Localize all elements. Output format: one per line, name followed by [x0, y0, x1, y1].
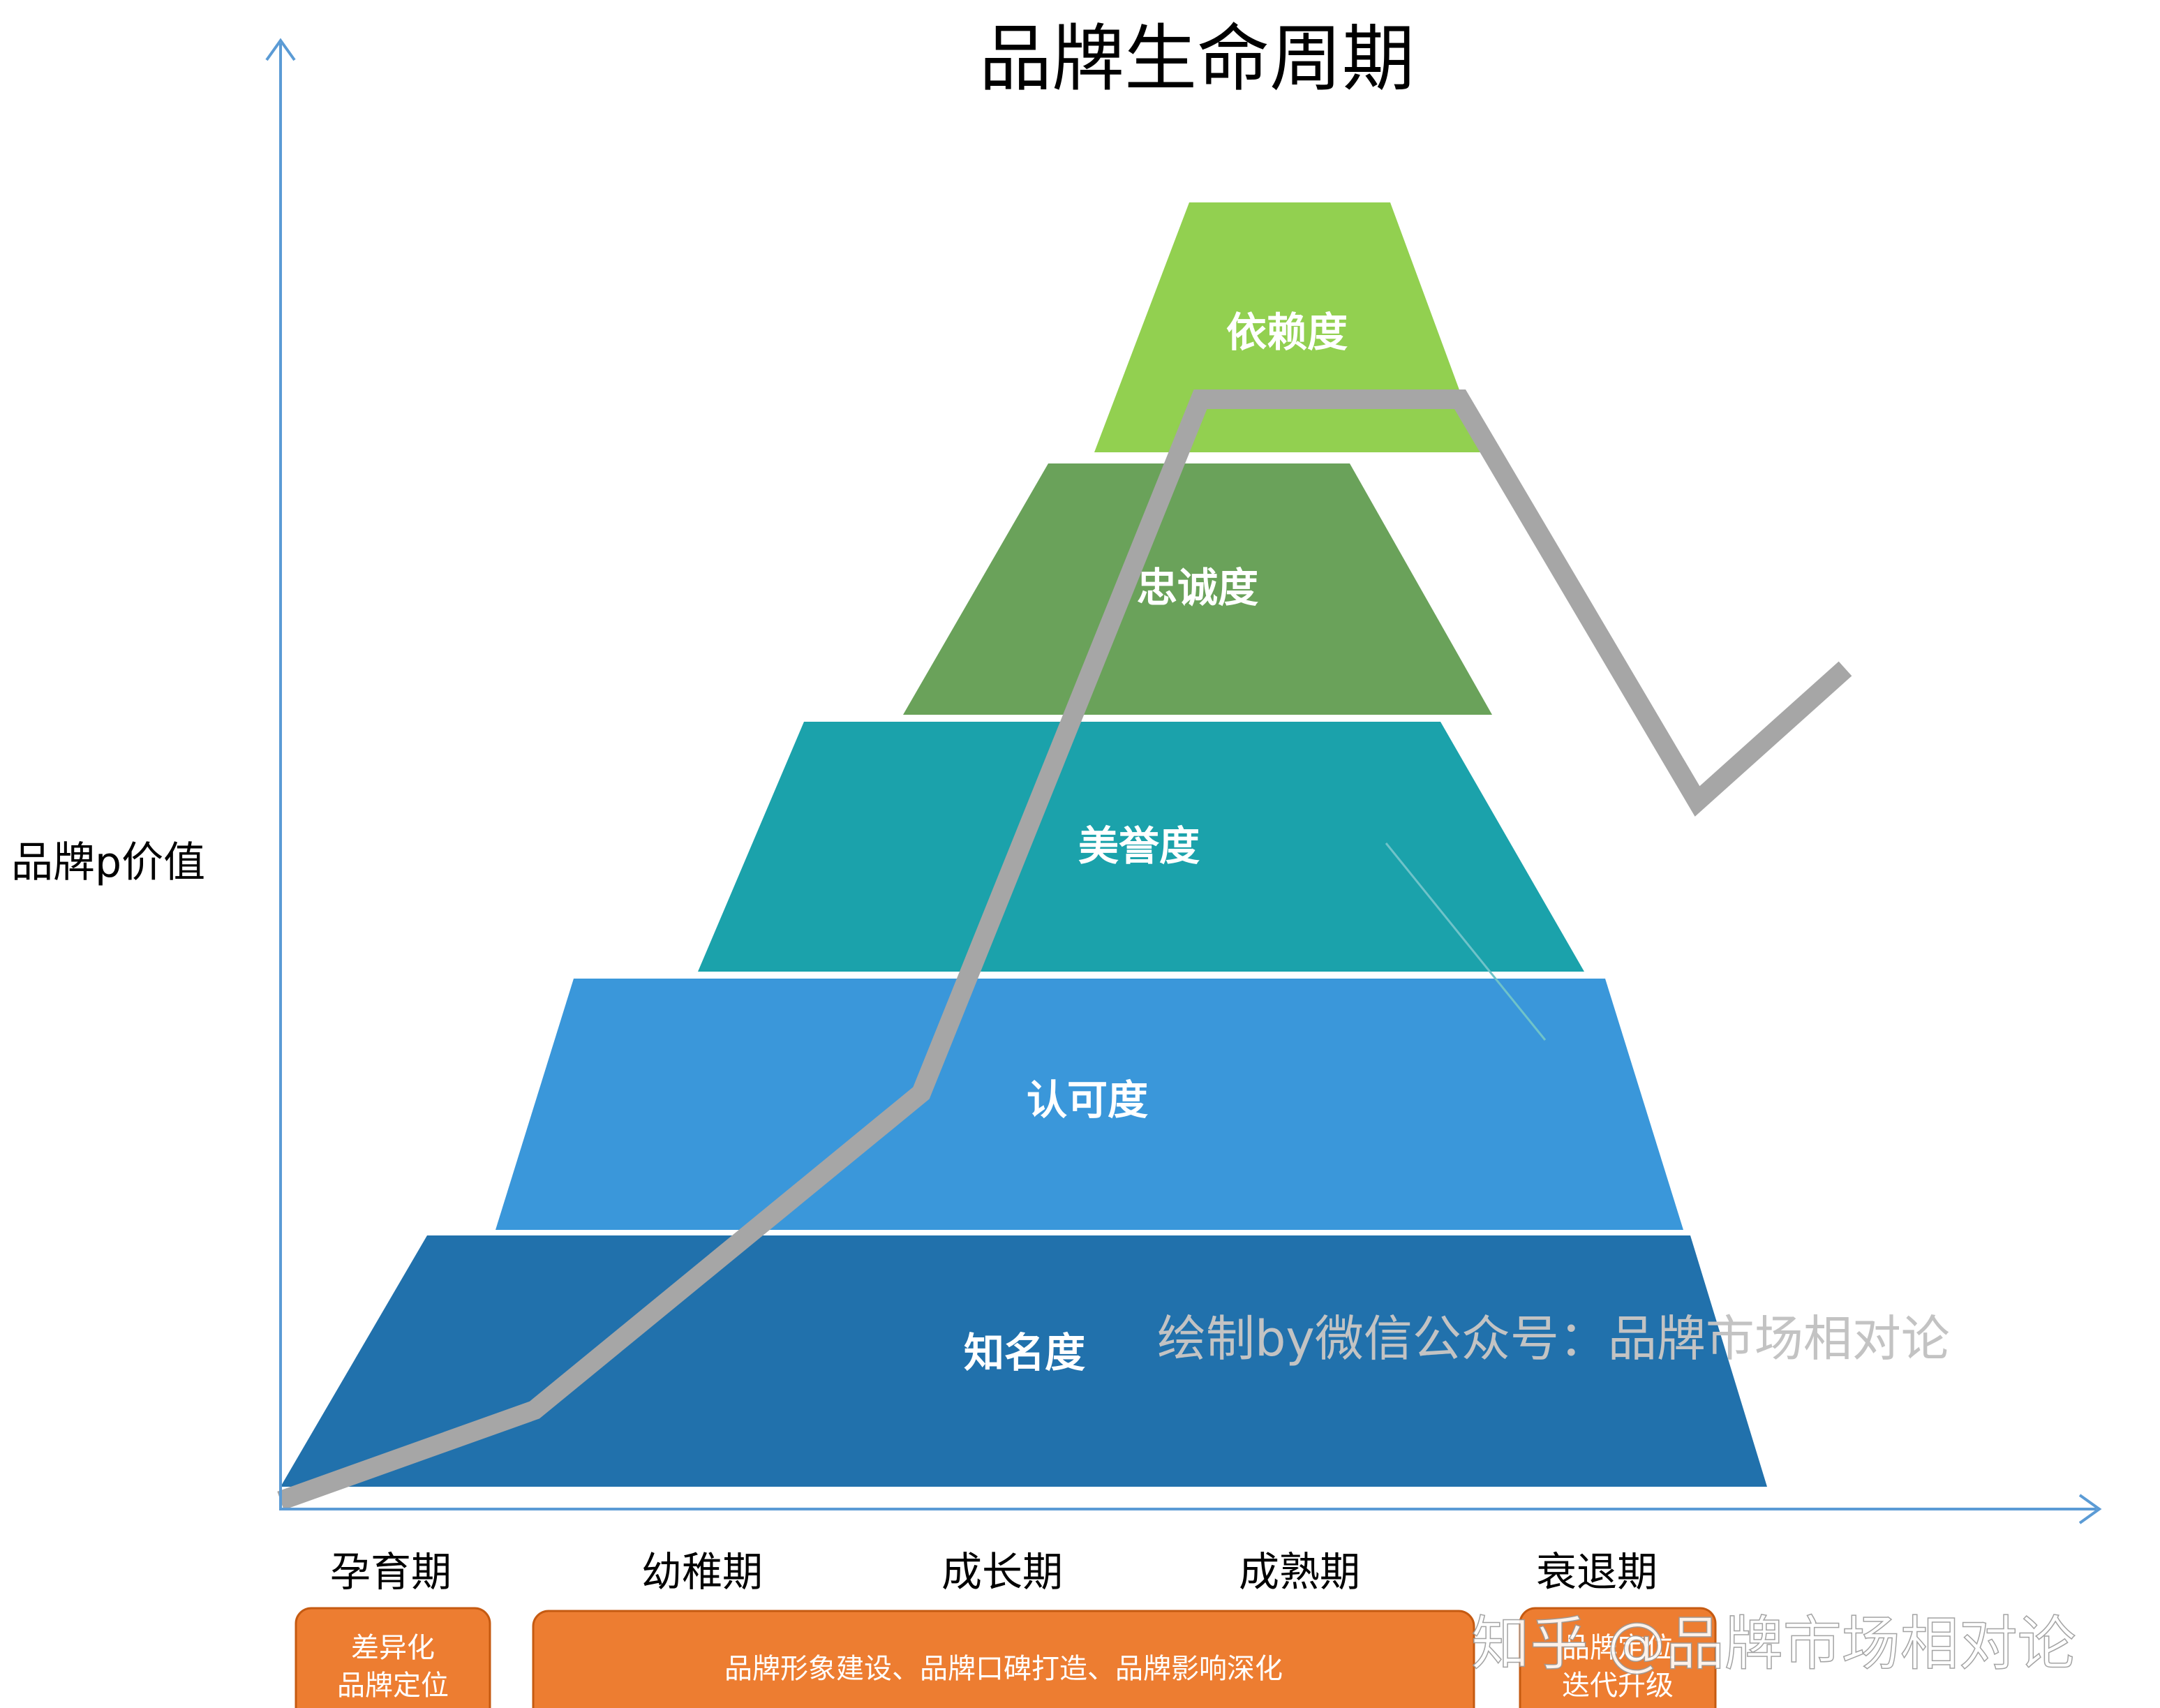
box-brand-building — [532, 1610, 1475, 1708]
y-axis-arrow — [265, 38, 296, 61]
box-iteration-line1: 品牌定位 — [1562, 1632, 1674, 1664]
tier-loyalty — [903, 463, 1492, 715]
decorative-line — [1385, 842, 1547, 1041]
tier-awareness — [281, 1235, 1767, 1487]
stage-labels: 孕育期 幼稚期 成长期 成熟期 衰退期 — [330, 1548, 1658, 1596]
box-positioning — [295, 1607, 491, 1708]
x-axis-arrow — [2078, 1494, 2102, 1524]
stage-label-decline: 衰退期 — [1536, 1548, 1658, 1596]
stage-label-growth: 成长期 — [941, 1548, 1063, 1596]
platform-watermark: 知乎 @品牌市场相对论 — [1471, 1610, 2076, 1678]
box-positioning-line1: 差异化 — [351, 1632, 435, 1664]
stage-label-gestation: 孕育期 — [330, 1548, 452, 1596]
action-boxes: 差异化 品牌定位 品牌形象建设、品牌口碑打造、品牌影响深化 品牌定位 迭代升级 — [295, 1607, 1717, 1708]
tier-loyalty-label: 忠诚度 — [1137, 564, 1258, 611]
y-axis-label: 品牌p价值 — [11, 838, 205, 887]
tier-reputation-label: 美誉度 — [1078, 822, 1200, 870]
pyramid: 知名度 认可度 美誉度 忠诚度 依赖度 — [281, 202, 1767, 1487]
lifecycle-curve — [277, 389, 1852, 1510]
stage-label-maturity: 成熟期 — [1239, 1548, 1360, 1596]
tier-recognition — [496, 979, 1683, 1230]
tier-reputation — [698, 722, 1584, 972]
tier-recognition-label: 认可度 — [1027, 1076, 1148, 1124]
box-iteration — [1519, 1607, 1717, 1708]
stage-label-infancy: 幼稚期 — [641, 1548, 763, 1596]
box-brand-building-text: 品牌形象建设、品牌口碑打造、品牌影响深化 — [724, 1653, 1283, 1685]
author-watermark: 绘制by微信公众号：品牌市场相对论 — [1157, 1310, 1950, 1367]
box-iteration-line2: 迭代升级 — [1562, 1670, 1674, 1702]
box-positioning-line2: 品牌定位 — [337, 1670, 449, 1702]
tier-awareness-label: 知名度 — [964, 1329, 1085, 1376]
axes — [265, 38, 2102, 1524]
tier-dependence-label: 依赖度 — [1226, 309, 1348, 356]
diagram-title: 品牌生命周期 — [979, 16, 1415, 101]
